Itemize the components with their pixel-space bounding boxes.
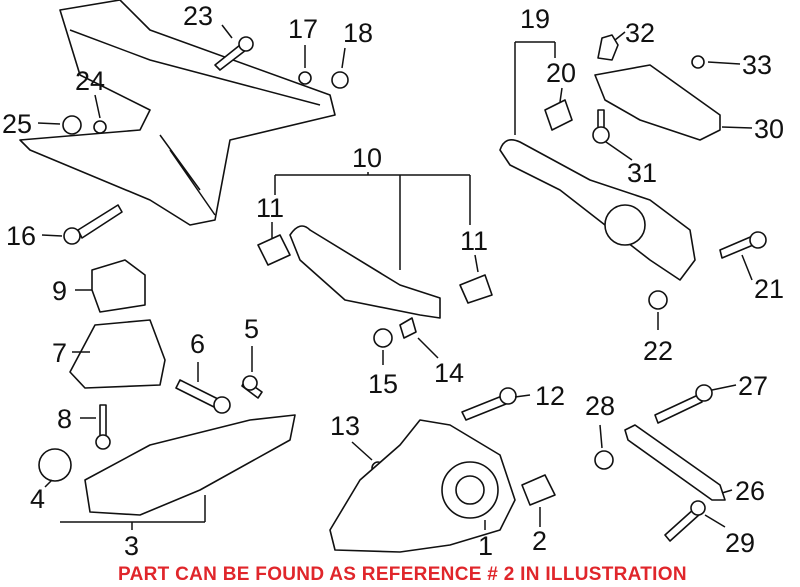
washer-17 (298, 71, 312, 85)
callout-9: 9 (52, 276, 67, 306)
bolt-16 (77, 204, 123, 239)
callout-21: 21 (754, 274, 784, 304)
leader-lines (37, 24, 753, 530)
subframe (19, 0, 336, 226)
trailing-arm (84, 414, 296, 516)
bracket-30 (594, 64, 721, 141)
mount-9 (91, 259, 146, 313)
nut-22 (648, 290, 668, 310)
nut-25 (62, 115, 82, 135)
callout-29: 29 (725, 528, 755, 558)
bump-stop-32 (597, 34, 619, 61)
callout-1: 1 (478, 531, 493, 561)
nut-18 (331, 71, 349, 89)
callout-numbers: 23 17 18 19 32 20 33 24 25 30 31 10 11 1… (2, 1, 784, 561)
bushing-20 (544, 99, 573, 131)
washer-24 (93, 120, 107, 134)
bushing-11b (459, 274, 493, 304)
callout-16: 16 (6, 221, 36, 251)
nut-15 (373, 328, 393, 348)
callout-19: 19 (520, 4, 550, 34)
bushing-11a (257, 234, 291, 266)
callout-10: 10 (352, 143, 382, 173)
callout-12: 12 (535, 381, 565, 411)
callout-25: 25 (2, 109, 32, 139)
callout-24: 24 (75, 66, 105, 96)
callout-22: 22 (643, 336, 673, 366)
callout-27: 27 (738, 371, 768, 401)
callout-14: 14 (434, 358, 464, 388)
bolt-33 (691, 55, 705, 69)
callout-13: 13 (330, 411, 360, 441)
callout-23: 23 (183, 1, 213, 31)
callout-15: 15 (368, 369, 398, 399)
reference-note: PART CAN BE FOUND AS REFERENCE # 2 IN IL… (118, 564, 687, 585)
bolt-27 (654, 394, 703, 424)
callout-33: 33 (742, 50, 772, 80)
bushing-2 (521, 474, 556, 506)
lower-arm-19 (499, 139, 696, 281)
callout-17: 17 (288, 14, 318, 44)
callout-8: 8 (57, 404, 72, 434)
callout-7: 7 (52, 338, 67, 368)
link-26 (624, 424, 726, 501)
callout-18: 18 (343, 18, 373, 48)
callout-20: 20 (546, 58, 576, 88)
washer-14 (399, 317, 417, 339)
knuckle (329, 419, 516, 553)
bolt-12 (461, 395, 507, 421)
callout-6: 6 (190, 329, 205, 359)
callout-28: 28 (585, 391, 615, 421)
mount-7 (69, 319, 166, 389)
callout-11-right: 11 (460, 226, 488, 256)
callout-32: 32 (625, 18, 655, 48)
callout-3: 3 (124, 531, 139, 561)
callout-5: 5 (244, 314, 259, 344)
callout-30: 30 (754, 114, 784, 144)
upper-arm-10 (289, 225, 441, 319)
callout-11-left: 11 (256, 193, 284, 223)
callout-2: 2 (532, 526, 547, 556)
nut-28 (594, 450, 614, 470)
callout-26: 26 (735, 476, 765, 506)
callout-4: 4 (30, 484, 45, 514)
callout-31: 31 (627, 158, 657, 188)
